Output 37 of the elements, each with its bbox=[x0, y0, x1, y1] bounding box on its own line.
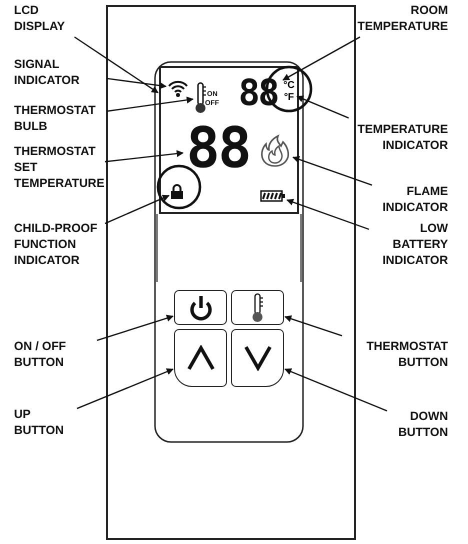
callout-label: FLAME INDICATOR bbox=[375, 183, 448, 215]
leader-line bbox=[286, 198, 370, 230]
temperature-unit-indicator: °C °F bbox=[282, 80, 296, 106]
leader-line bbox=[106, 78, 167, 90]
callout-label: THERMOSTAT BULB bbox=[14, 102, 104, 134]
lcd-screen bbox=[159, 66, 299, 214]
callout-label: UP BUTTON bbox=[14, 406, 74, 438]
callout-label: ON / OFF BUTTON bbox=[14, 338, 94, 370]
leader-line bbox=[282, 36, 360, 81]
leader-line bbox=[104, 150, 184, 162]
callout-label: ROOM TEMPERATURE bbox=[340, 2, 448, 34]
callout-label: THERMOSTAT BUTTON bbox=[345, 338, 448, 370]
callout-label: TEMPERATURE INDICATOR bbox=[340, 121, 448, 153]
callout-label: SIGNAL INDICATOR bbox=[14, 56, 104, 88]
battery-icon bbox=[260, 189, 286, 201]
down-arrow-button bbox=[231, 329, 284, 387]
leader-line bbox=[284, 368, 388, 412]
leader-line bbox=[74, 36, 159, 94]
leader-line bbox=[104, 194, 170, 224]
power-button bbox=[174, 290, 227, 325]
leader-line bbox=[76, 368, 174, 410]
leader-line bbox=[296, 96, 349, 119]
callout-label: LOW BATTERY INDICATOR bbox=[372, 220, 448, 268]
signal-icon bbox=[167, 78, 189, 98]
callout-label: THERMOSTAT SET TEMPERATURE bbox=[14, 143, 102, 191]
flame-icon bbox=[258, 134, 292, 168]
thermostat-button bbox=[231, 290, 284, 325]
callout-label: DOWN BUTTON bbox=[390, 408, 448, 440]
up-arrow-button bbox=[174, 329, 227, 387]
leader-line bbox=[96, 314, 174, 342]
callout-label: LCD DISPLAY bbox=[14, 2, 78, 34]
leader-line bbox=[106, 96, 194, 112]
seven-segment-digits: 88 bbox=[184, 116, 252, 182]
leader-line bbox=[284, 315, 342, 336]
callout-label: CHILD-PROOF FUNCTION INDICATOR bbox=[14, 220, 102, 268]
lock-icon bbox=[170, 184, 184, 200]
leader-line bbox=[292, 156, 372, 186]
